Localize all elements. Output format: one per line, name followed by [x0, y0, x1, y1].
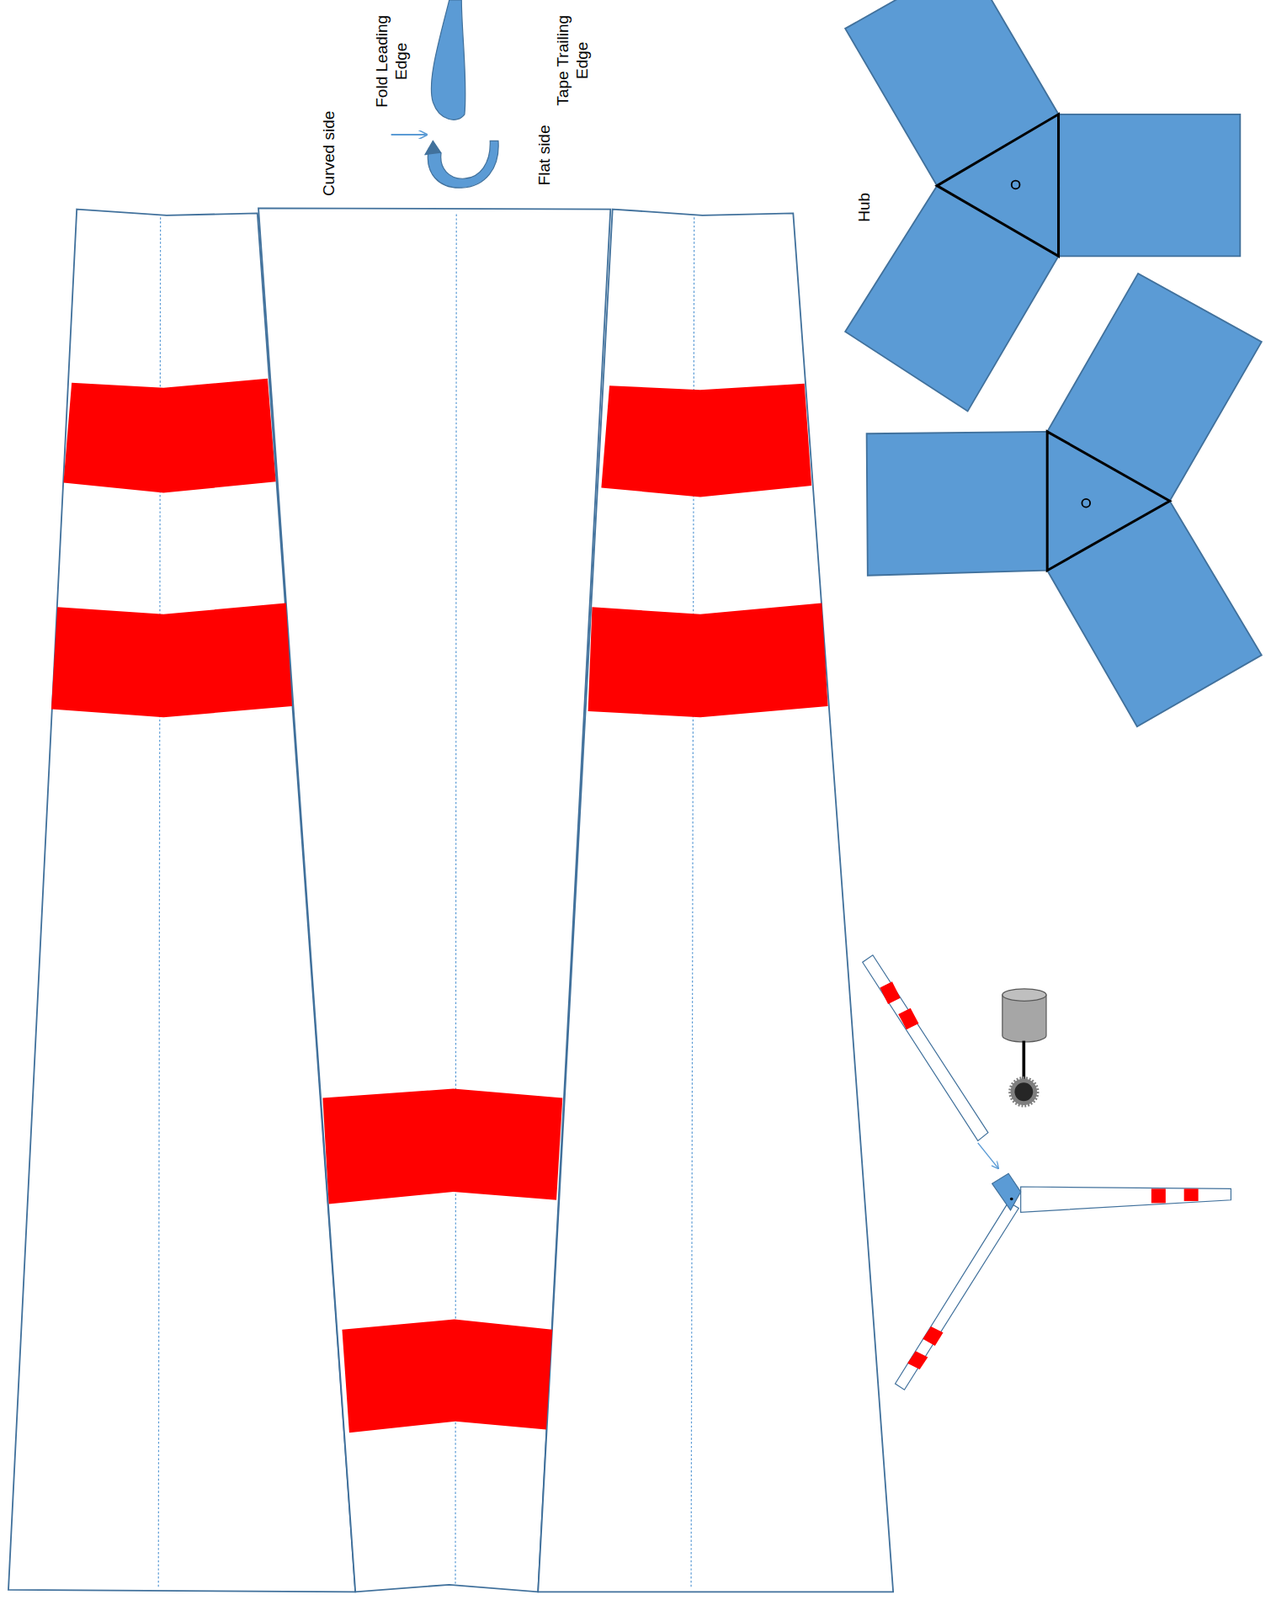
- curl-arrow-head: [425, 140, 442, 155]
- hub-hole: [1081, 499, 1091, 508]
- template-label: Flat side: [535, 95, 555, 214]
- red-bands: [51, 378, 829, 1433]
- template-label: Tape Trailing Edge: [553, 8, 592, 114]
- fold-arrow: [391, 133, 427, 136]
- hub-pieces: [845, 0, 1262, 727]
- template-label: Curved side: [319, 94, 340, 213]
- blade-outlines: [8, 207, 894, 1592]
- hub-hole: [1011, 180, 1021, 190]
- template-label: Fold Leading Edge: [372, 9, 411, 115]
- template-label: Hub: [855, 173, 875, 241]
- assembled-turbine: [862, 955, 1232, 1390]
- curl-arrow: [427, 140, 499, 188]
- airfoil: [430, 0, 466, 120]
